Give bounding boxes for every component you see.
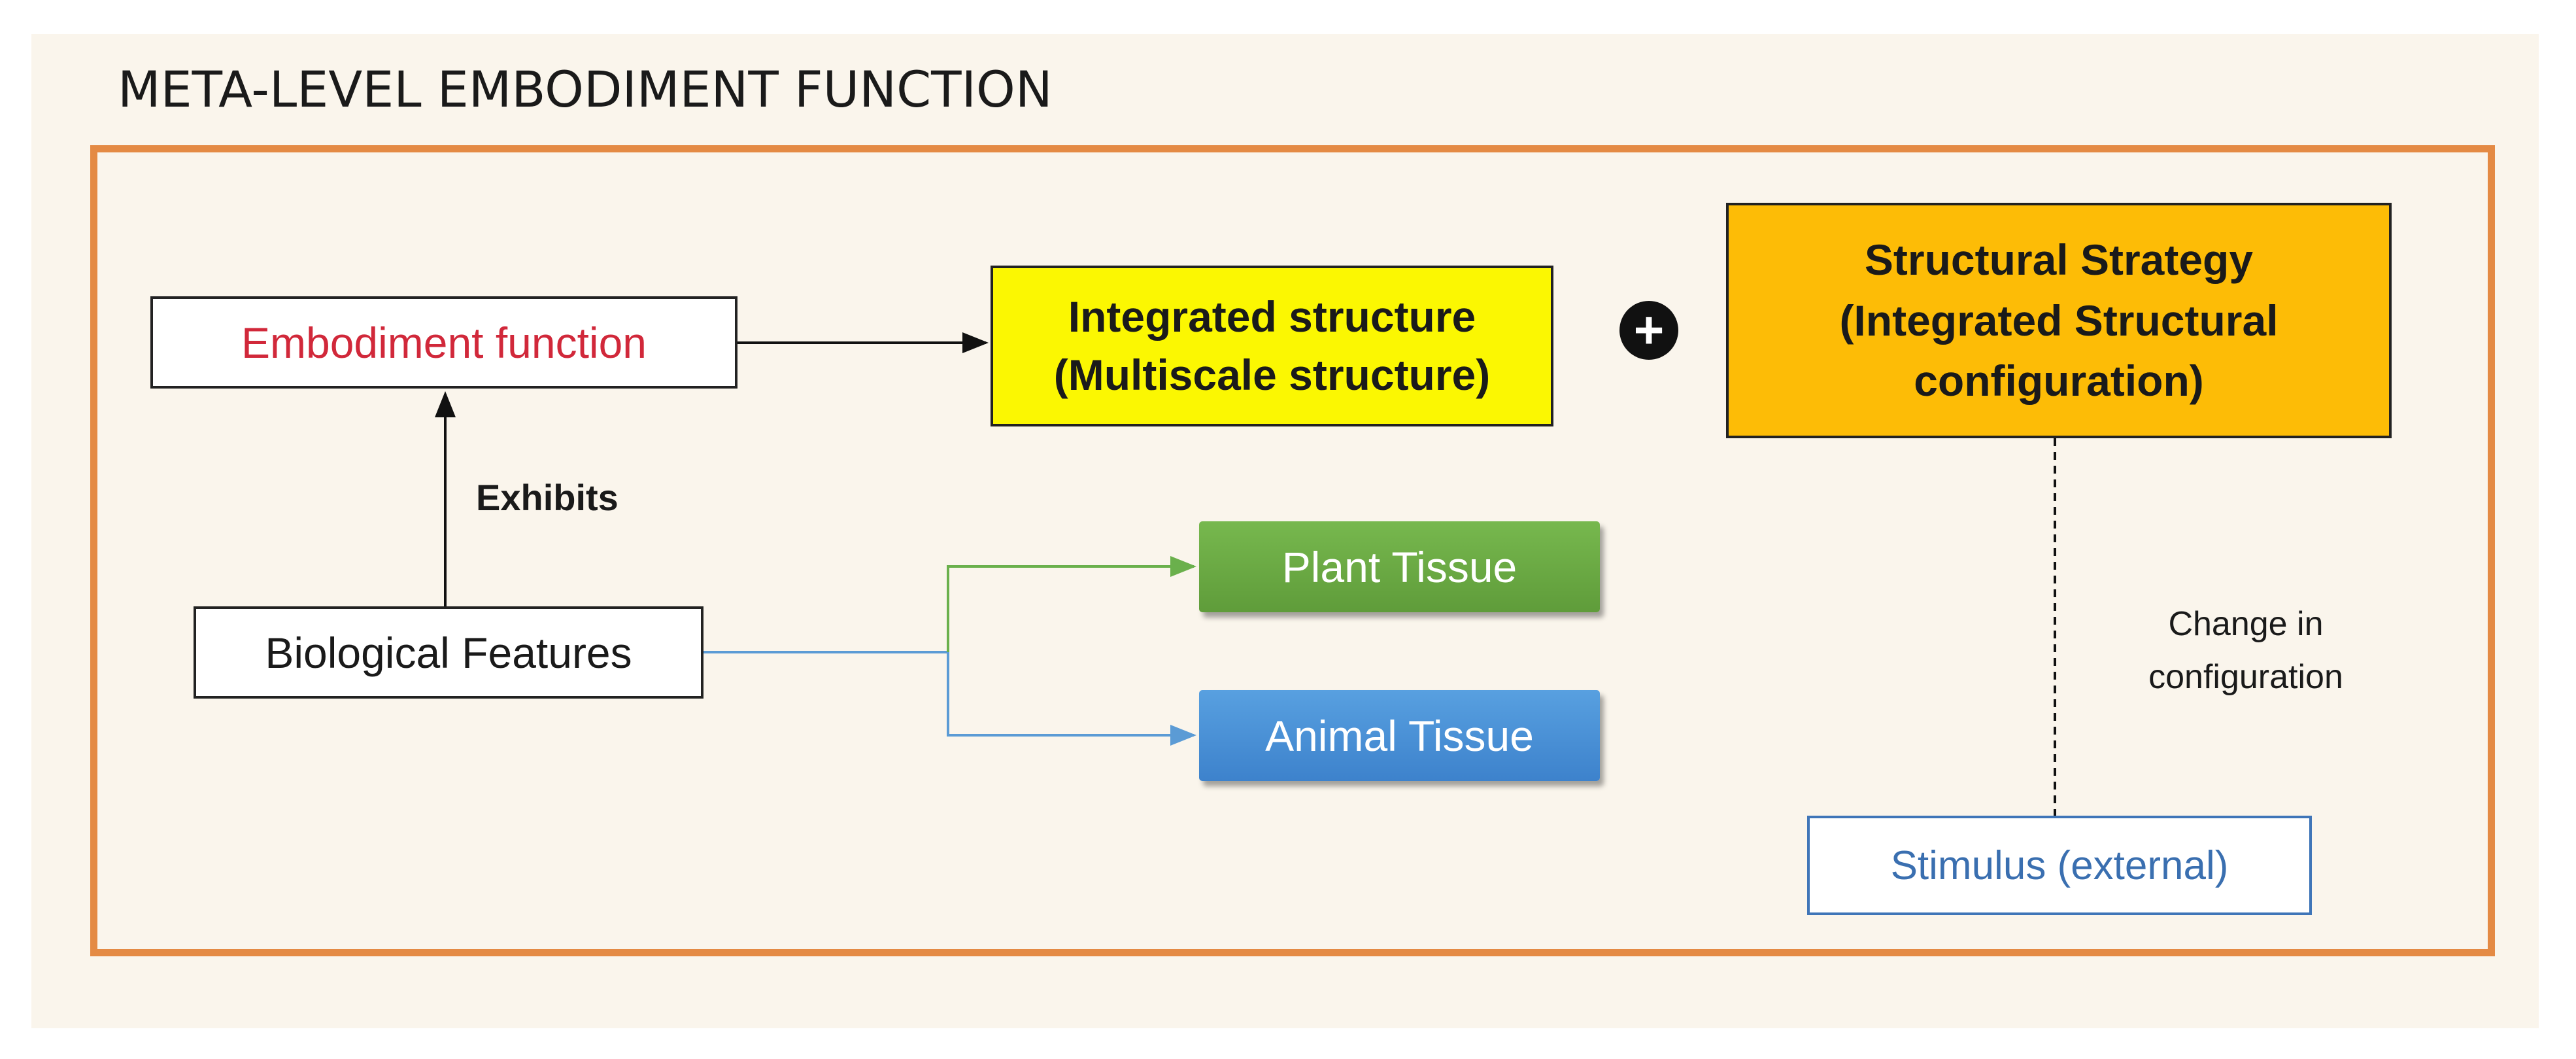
animal-tissue-box: Animal Tissue [1199, 690, 1600, 781]
structural-strategy-box: Structural Strategy (Integrated Structur… [1726, 203, 2392, 438]
plant-tissue-box: Plant Tissue [1199, 521, 1600, 612]
integrated-structure-line1: Integrated structure [1068, 292, 1476, 341]
stimulus-box: Stimulus (external) [1807, 816, 2312, 915]
embodiment-function-box: Embodiment function [150, 296, 737, 389]
exhibits-label: Exhibits [476, 477, 619, 518]
change-label-line2: configuration [2148, 657, 2343, 696]
biological-features-box: Biological Features [194, 606, 703, 699]
biological-features-label: Biological Features [265, 628, 632, 677]
arrow-to-plant-tissue [947, 556, 1196, 652]
plant-tissue-label: Plant Tissue [1281, 542, 1517, 591]
structural-strategy-line3: configuration) [1914, 356, 2204, 406]
stimulus-label: Stimulus (external) [1890, 842, 2229, 888]
embodiment-frame [90, 145, 2495, 956]
structural-strategy-line2: (Integrated Structural [1839, 296, 2279, 345]
animal-tissue-label: Animal Tissue [1265, 711, 1534, 760]
plus-icon: + [1619, 301, 1678, 360]
integrated-structure-line2: (Multiscale structure) [1053, 351, 1491, 399]
change-in-configuration-label: Change in configuration [2118, 598, 2373, 703]
arrow-to-animal-tissue [947, 652, 1196, 746]
embodiment-function-label: Embodiment function [241, 318, 647, 367]
diagram-title: META-LEVEL EMBODIMENT FUNCTION [118, 60, 1053, 118]
structural-strategy-line1: Structural Strategy [1864, 235, 2254, 285]
change-label-line1: Change in [2168, 605, 2324, 643]
integrated-structure-box: Integrated structure (Multiscale structu… [991, 266, 1553, 426]
